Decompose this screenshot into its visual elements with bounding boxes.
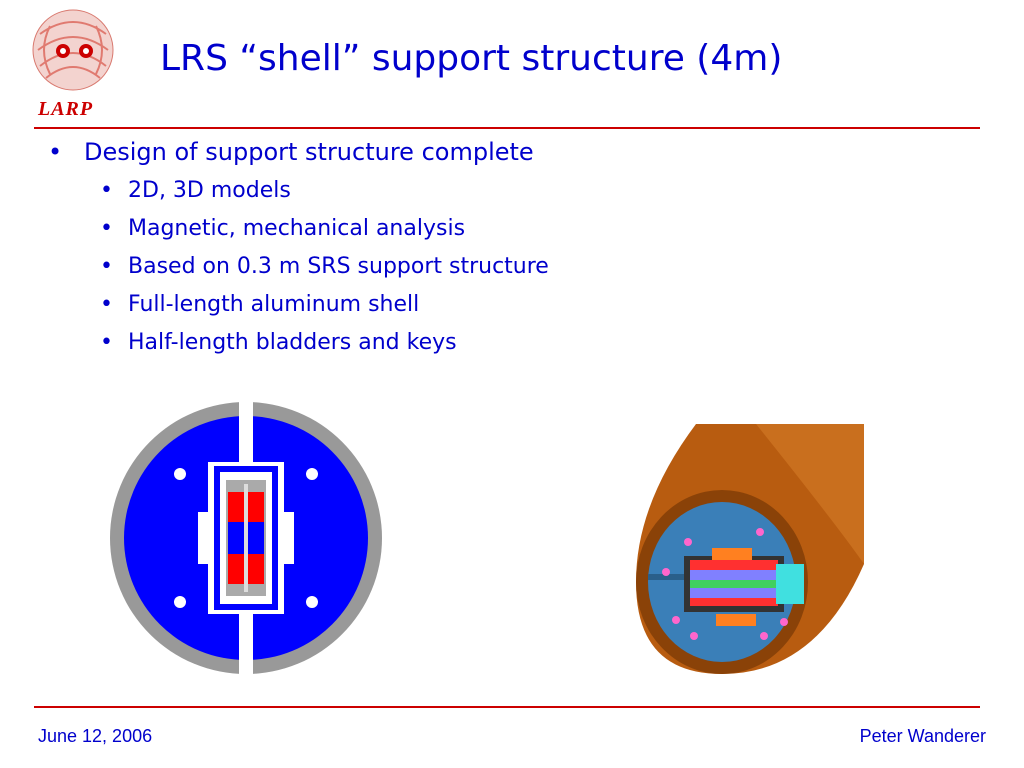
model-3d-figure — [636, 424, 866, 690]
cross-section-2d-figure — [108, 400, 384, 680]
title-divider — [34, 127, 980, 129]
bullet-symbol: • — [100, 178, 113, 203]
bullet-item: • 2D, 3D models — [100, 178, 549, 216]
bullet-text: Design of support structure complete — [84, 138, 534, 166]
bullet-item: • Full-length aluminum shell — [100, 292, 549, 330]
bullet-item: • Half-length bladders and keys — [100, 330, 549, 368]
model-3d-image — [636, 424, 864, 674]
footer-divider — [34, 706, 980, 708]
bullet-symbol: • — [100, 216, 113, 241]
bullet-text: Full-length aluminum shell — [128, 292, 420, 317]
bullet-text: Magnetic, mechanical analysis — [128, 216, 466, 241]
cross-section-2d-image — [110, 400, 382, 676]
bullet-symbol: • — [100, 292, 113, 317]
bullet-text: 2D, 3D models — [128, 178, 291, 203]
bullet-symbol: • — [100, 330, 113, 355]
bullet-text: Based on 0.3 m SRS support structure — [128, 254, 549, 279]
bullet-text: Half-length bladders and keys — [128, 330, 457, 355]
logo-text: LARP — [38, 98, 94, 120]
footer-date: June 12, 2006 — [38, 726, 153, 746]
slide-title: LRS “shell” support structure (4m) — [160, 38, 783, 79]
bullet-item: • Based on 0.3 m SRS support structure — [100, 254, 549, 292]
bullet-list: • Design of support structure complete •… — [48, 138, 549, 368]
footer-author: Peter Wanderer — [859, 726, 986, 746]
bullet-symbol: • — [48, 138, 63, 166]
larp-logo-icon — [32, 9, 114, 91]
bullet-item: • Design of support structure complete — [48, 138, 549, 178]
bullet-symbol: • — [100, 254, 113, 279]
bullet-item: • Magnetic, mechanical analysis — [100, 216, 549, 254]
larp-logo — [28, 4, 118, 114]
